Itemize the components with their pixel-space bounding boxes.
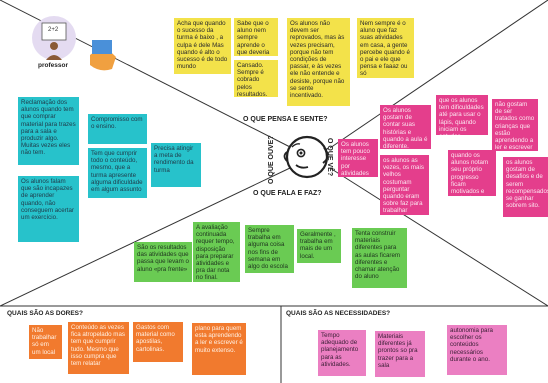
think-note: Sabe que o aluno nem sempre aprende o qu…: [234, 18, 278, 56]
hear-note: Tem que cumprir todo o conteúdo, mesmo, …: [88, 148, 147, 198]
see-note: Os alunos tem pouco interesse por ativid…: [338, 139, 378, 177]
hear-note: Precisa atingir a meta de rendimento da …: [151, 143, 201, 187]
label-think-feel: O QUE PENSA E SENTE?: [243, 116, 328, 123]
pain-note: plano para quem esta aprendendo a ler e …: [192, 323, 246, 375]
diagonal-line-bl: [0, 167, 291, 307]
diagonal-line-br: [329, 167, 548, 307]
head-icon: [283, 135, 329, 179]
need-note: Materiais diferentes já prontos so pra t…: [375, 331, 425, 377]
see-note: os alunos as vezes, os mais velhos costu…: [380, 155, 429, 215]
say-note: São os resultados das atividades que pas…: [134, 242, 192, 282]
label-hear: O QUE OUVE?: [268, 135, 275, 184]
see-note: não gostam de ser tratados como crianças…: [492, 99, 538, 151]
label-say-do: O QUE FALA E FAZ?: [253, 190, 322, 197]
persona-board-text: 2+2: [48, 27, 59, 33]
persona-icon: [32, 16, 116, 71]
say-note: Tenta construir materiais diferentes par…: [352, 228, 407, 288]
say-note: Sempre trabalha em alguma coisa nos fins…: [245, 225, 294, 273]
pain-note: Conteúdo as vezes fica atropelado mas te…: [68, 322, 129, 374]
see-note: Os alunos gostam de contar suas história…: [380, 105, 431, 149]
think-note: Os alunos não devem ser reprovados, mas …: [287, 18, 350, 106]
diagonal-line-tr: [329, 0, 548, 149]
hear-note: Compromisso com o ensino.: [88, 114, 147, 144]
need-note: Tempo adequado de planejamento para as a…: [318, 330, 366, 376]
say-note: A avaliação continuada requer tempo, dis…: [193, 222, 240, 282]
see-note: os alunos gostam de desafios e de serem …: [503, 157, 548, 217]
pain-note: Gastos com material como apostilas, cart…: [133, 322, 183, 362]
see-note: que os alunos tem dificuldades até para …: [436, 95, 488, 135]
think-note: Acha que quando o sucesso da turma é bai…: [174, 18, 231, 74]
pains-title: QUAIS SÃO AS DORES?: [7, 310, 83, 317]
see-note: quando os alunos notam seu próprio progr…: [448, 150, 496, 196]
hear-note: Os alunos falam que são incapazes de apr…: [18, 176, 79, 242]
think-note: Nem sempre é o aluno que faz suas ativid…: [357, 18, 414, 78]
pain-note: Não trabalhar só em um local: [29, 325, 62, 359]
hear-note: Reclamação dos alunos quando tem que com…: [18, 97, 79, 165]
say-note: Geralmente , trabalha em mais de um loca…: [297, 229, 341, 263]
label-see: O QUE VÊ?: [326, 138, 333, 177]
need-note: autonomia para escolher os conteúdos nec…: [447, 325, 507, 375]
persona-label: professor: [38, 62, 68, 69]
think-note: Cansado. Sempre é cobrado pelos resultad…: [234, 60, 278, 97]
needs-title: QUAIS SÃO AS NECESSIDADES?: [286, 310, 391, 317]
